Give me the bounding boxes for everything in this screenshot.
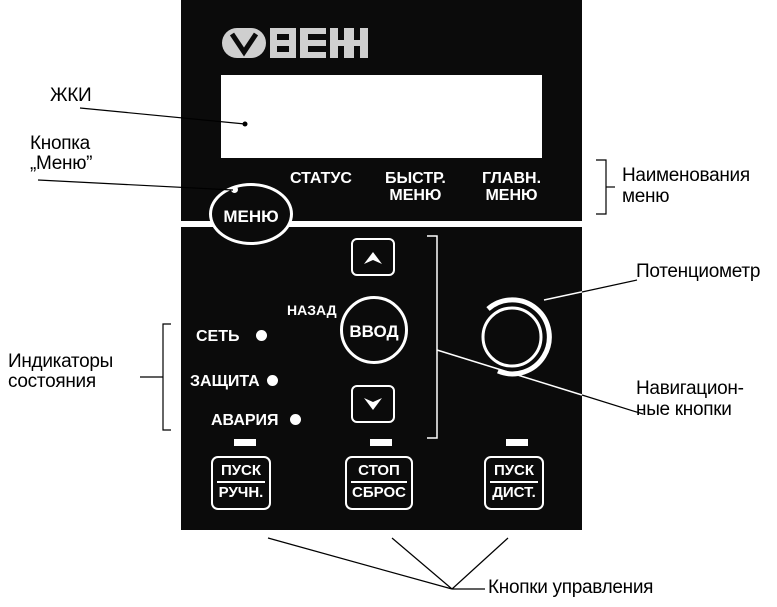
start-manual-top: ПУСК: [217, 463, 265, 483]
indicator-led-protection: [267, 375, 278, 386]
stop-reset-bottom: СБРОС: [352, 484, 406, 501]
menu-name-main: ГЛАВН. МЕНЮ: [482, 170, 541, 204]
callout-menu-names-line2: меню: [622, 186, 670, 207]
menu-name-quick-line2: МЕНЮ: [389, 187, 442, 204]
arrow-up-icon: [364, 252, 382, 264]
menu-name-status: СТАТУС: [290, 170, 352, 187]
callout-menu-button: Кнопка „Меню”: [30, 133, 93, 174]
callout-indicators: Индикаторы состояния: [8, 352, 113, 392]
lcd-screen: [221, 75, 542, 158]
panel-divider: [181, 221, 582, 227]
callout-nav-buttons: Навигацион- ные кнопки: [636, 378, 744, 420]
key-led-remote: [506, 439, 528, 446]
callout-indicators-line2: состояния: [8, 371, 96, 392]
callout-potentiometer: Потенциометр: [636, 262, 761, 282]
stop-reset-top: СТОП: [351, 463, 407, 483]
stop-reset-button[interactable]: СТОП СБРОС: [345, 456, 413, 510]
down-button[interactable]: [351, 385, 395, 423]
start-manual-bottom: РУЧН.: [218, 484, 264, 501]
start-remote-button[interactable]: ПУСК ДИСТ.: [484, 456, 544, 510]
key-led-manual: [234, 439, 256, 446]
oven-logo: [222, 26, 370, 60]
start-manual-button[interactable]: ПУСК РУЧН.: [211, 456, 271, 510]
indicator-led-alarm: [290, 414, 301, 425]
indicator-label-network: СЕТЬ: [196, 328, 240, 345]
callout-nav-line2: ные кнопки: [636, 399, 732, 420]
indicator-led-network: [256, 330, 267, 341]
up-button[interactable]: [351, 238, 395, 276]
logo-graphic: [222, 28, 368, 58]
callout-menu-button-line1: Кнопка: [30, 133, 90, 154]
back-label: НАЗАД: [287, 302, 337, 318]
menu-name-quick-line1: БЫСТР.: [385, 170, 446, 187]
callout-control-buttons: Кнопки управления: [488, 577, 654, 598]
start-remote-top: ПУСК: [490, 463, 538, 483]
menu-button-label: МЕНЮ: [223, 207, 279, 226]
callout-menu-names-line1: Наименования: [622, 165, 750, 186]
callout-indicators-line1: Индикаторы: [8, 351, 114, 372]
callout-nav-line1: Навигацион-: [636, 378, 744, 399]
menu-name-quick: БЫСТР. МЕНЮ: [385, 170, 446, 204]
key-led-stop: [370, 439, 392, 446]
callout-lcd: ЖКИ: [50, 85, 92, 106]
callout-menu-button-line2: „Меню”: [30, 153, 93, 174]
potentiometer-knob[interactable]: [470, 295, 558, 383]
menu-button[interactable]: МЕНЮ: [209, 183, 293, 245]
menu-name-main-line1: ГЛАВН.: [482, 170, 542, 187]
callout-menu-names: Наименования меню: [622, 165, 750, 207]
enter-button[interactable]: ВВОД: [340, 296, 408, 364]
indicator-label-alarm: АВАРИЯ: [211, 412, 279, 429]
start-remote-bottom: ДИСТ.: [492, 484, 536, 501]
indicator-label-protection: ЗАЩИТА: [190, 373, 260, 390]
enter-button-label: ВВОД: [349, 322, 399, 341]
arrow-down-icon: [364, 398, 382, 410]
menu-name-main-line2: МЕНЮ: [485, 187, 538, 204]
